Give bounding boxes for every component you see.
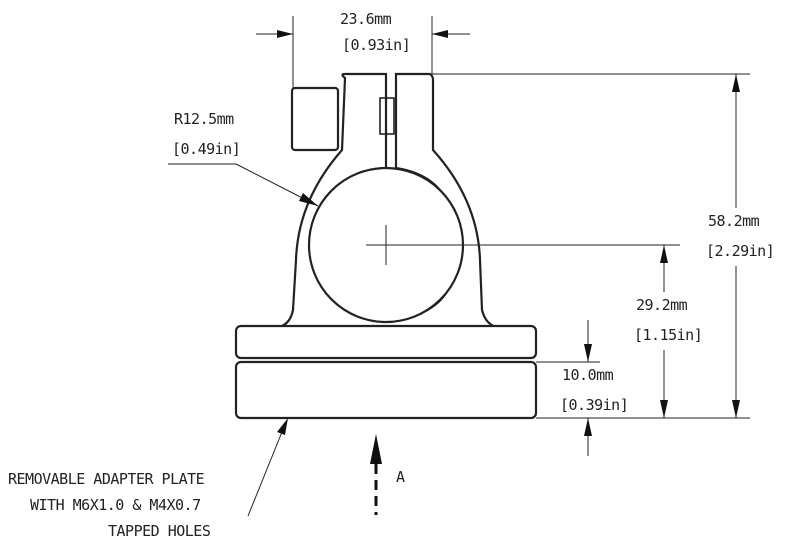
view-a-label: A [396, 468, 405, 486]
base [234, 324, 538, 420]
dim-center-height-in: [1.15in] [634, 326, 702, 344]
dim-radius: R12.5mm [0.49in] [168, 110, 319, 207]
dim-top-width-mm: 23.6mm [340, 10, 392, 28]
dim-overall-height-mm: 58.2mm [708, 212, 760, 230]
view-a-arrow: A [370, 434, 406, 515]
clamp-screw [290, 86, 340, 152]
dim-center-height: 29.2mm [1.15in] [386, 244, 703, 418]
note-line-3: TAPPED HOLES [108, 522, 211, 540]
dim-radius-in: [0.49in] [172, 140, 240, 158]
dim-overall-height-in: [2.29in] [706, 242, 774, 260]
dim-plate-height-in: [0.39in] [560, 396, 628, 414]
clamp-slot [385, 74, 397, 168]
dim-top-width: 23.6mm [0.93in] [256, 10, 470, 90]
dim-plate-height-mm: 10.0mm [562, 366, 614, 384]
note-line-2: WITH M6X1.0 & M4X0.7 [30, 496, 201, 514]
dim-top-width-in: [0.93in] [342, 36, 410, 54]
dim-radius-mm: R12.5mm [174, 110, 234, 128]
dim-center-height-mm: 29.2mm [636, 296, 688, 314]
screw-shank [379, 97, 395, 135]
dim-plate-height: 10.0mm [0.39in] [536, 320, 629, 456]
note-line-1: REMOVABLE ADAPTER PLATE [8, 470, 205, 488]
adapter-plate [234, 360, 538, 420]
dim-overall-height: 58.2mm [2.29in] [396, 73, 775, 419]
adapter-plate-note: REMOVABLE ADAPTER PLATE WITH M6X1.0 & M4… [8, 418, 288, 540]
base-flange [234, 324, 538, 360]
